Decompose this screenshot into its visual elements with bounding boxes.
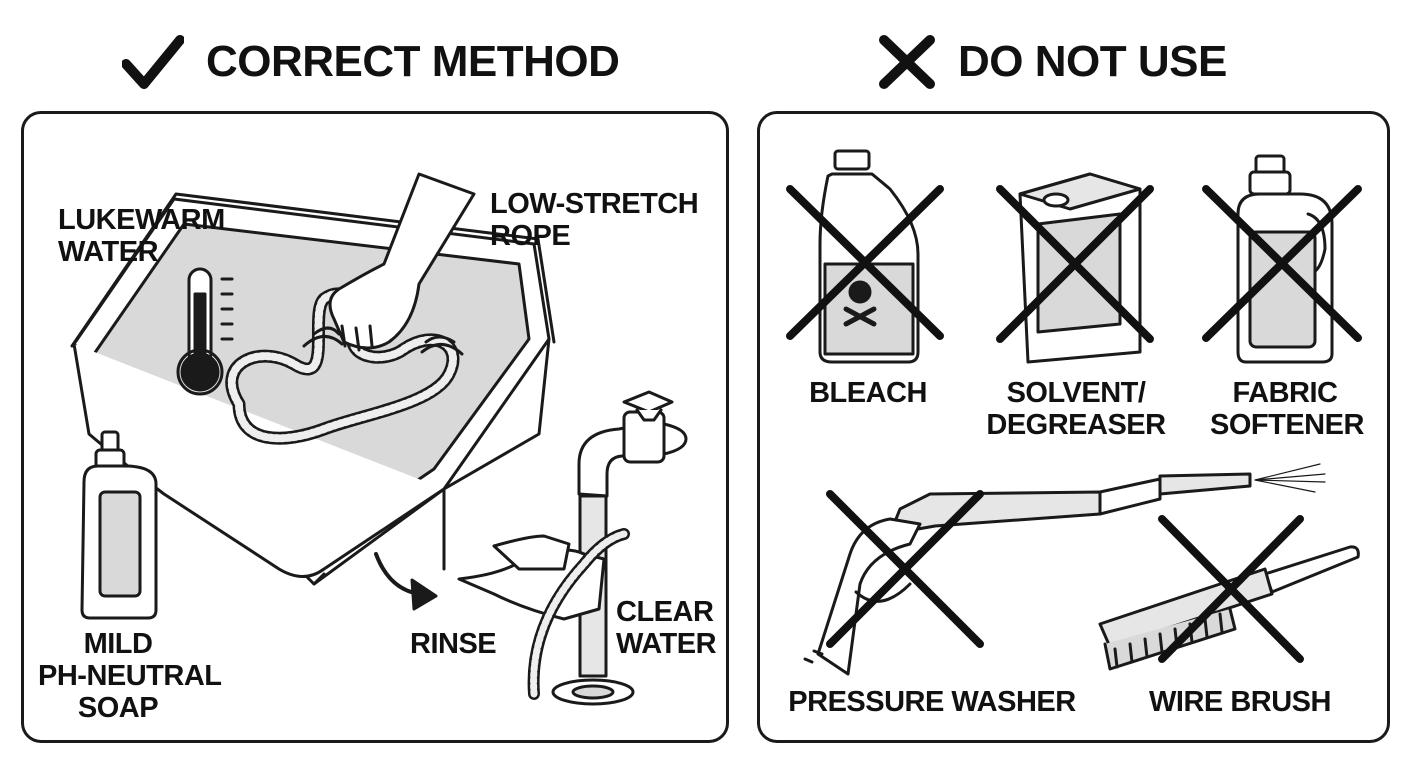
prohibited-x-marks — [786, 185, 1362, 663]
cross-icon — [879, 35, 935, 89]
lukewarm-water-label: LUKEWARM WATER — [58, 204, 225, 268]
do-not-use-panel: BLEACH SOLVENT/ DEGREASER FABRIC SOFTENE… — [757, 111, 1390, 743]
wire-brush-label: WIRE BRUSH — [1149, 686, 1331, 718]
soap-bottle-icon — [80, 430, 158, 620]
correct-method-heading: CORRECT METHOD — [122, 30, 620, 94]
correct-method-title: CORRECT METHOD — [206, 37, 620, 86]
clear-water-label: CLEAR WATER — [616, 596, 717, 660]
do-not-use-title: DO NOT USE — [958, 37, 1227, 86]
thermometer-icon — [176, 267, 224, 396]
soap-label: MILD PH-NEUTRAL SOAP — [38, 628, 222, 724]
rope-icon — [225, 287, 460, 445]
correct-method-panel: LUKEWARM WATER LOW-STRETCH ROPE MILD PH-… — [21, 111, 729, 743]
rinse-label: RINSE — [410, 628, 497, 660]
hand-icon — [302, 172, 476, 356]
low-stretch-rope-label: LOW-STRETCH ROPE — [490, 188, 699, 252]
washing-illustration — [70, 172, 688, 706]
rinse-hand-icon — [457, 528, 630, 700]
arrow-icon — [374, 552, 438, 611]
bleach-label: BLEACH — [809, 377, 927, 409]
pressure-washer-label: PRESSURE WASHER — [788, 686, 1076, 718]
forbidden-items-illustration — [786, 149, 1362, 676]
solvent-degreaser-label: SOLVENT/ DEGREASER — [986, 377, 1166, 441]
do-not-use-heading: DO NOT USE — [878, 30, 1227, 94]
checkmark-icon — [122, 35, 184, 89]
wire-brush-icon — [1098, 545, 1360, 671]
fabric-softener-label: FABRIC SOFTENER — [1210, 377, 1364, 441]
